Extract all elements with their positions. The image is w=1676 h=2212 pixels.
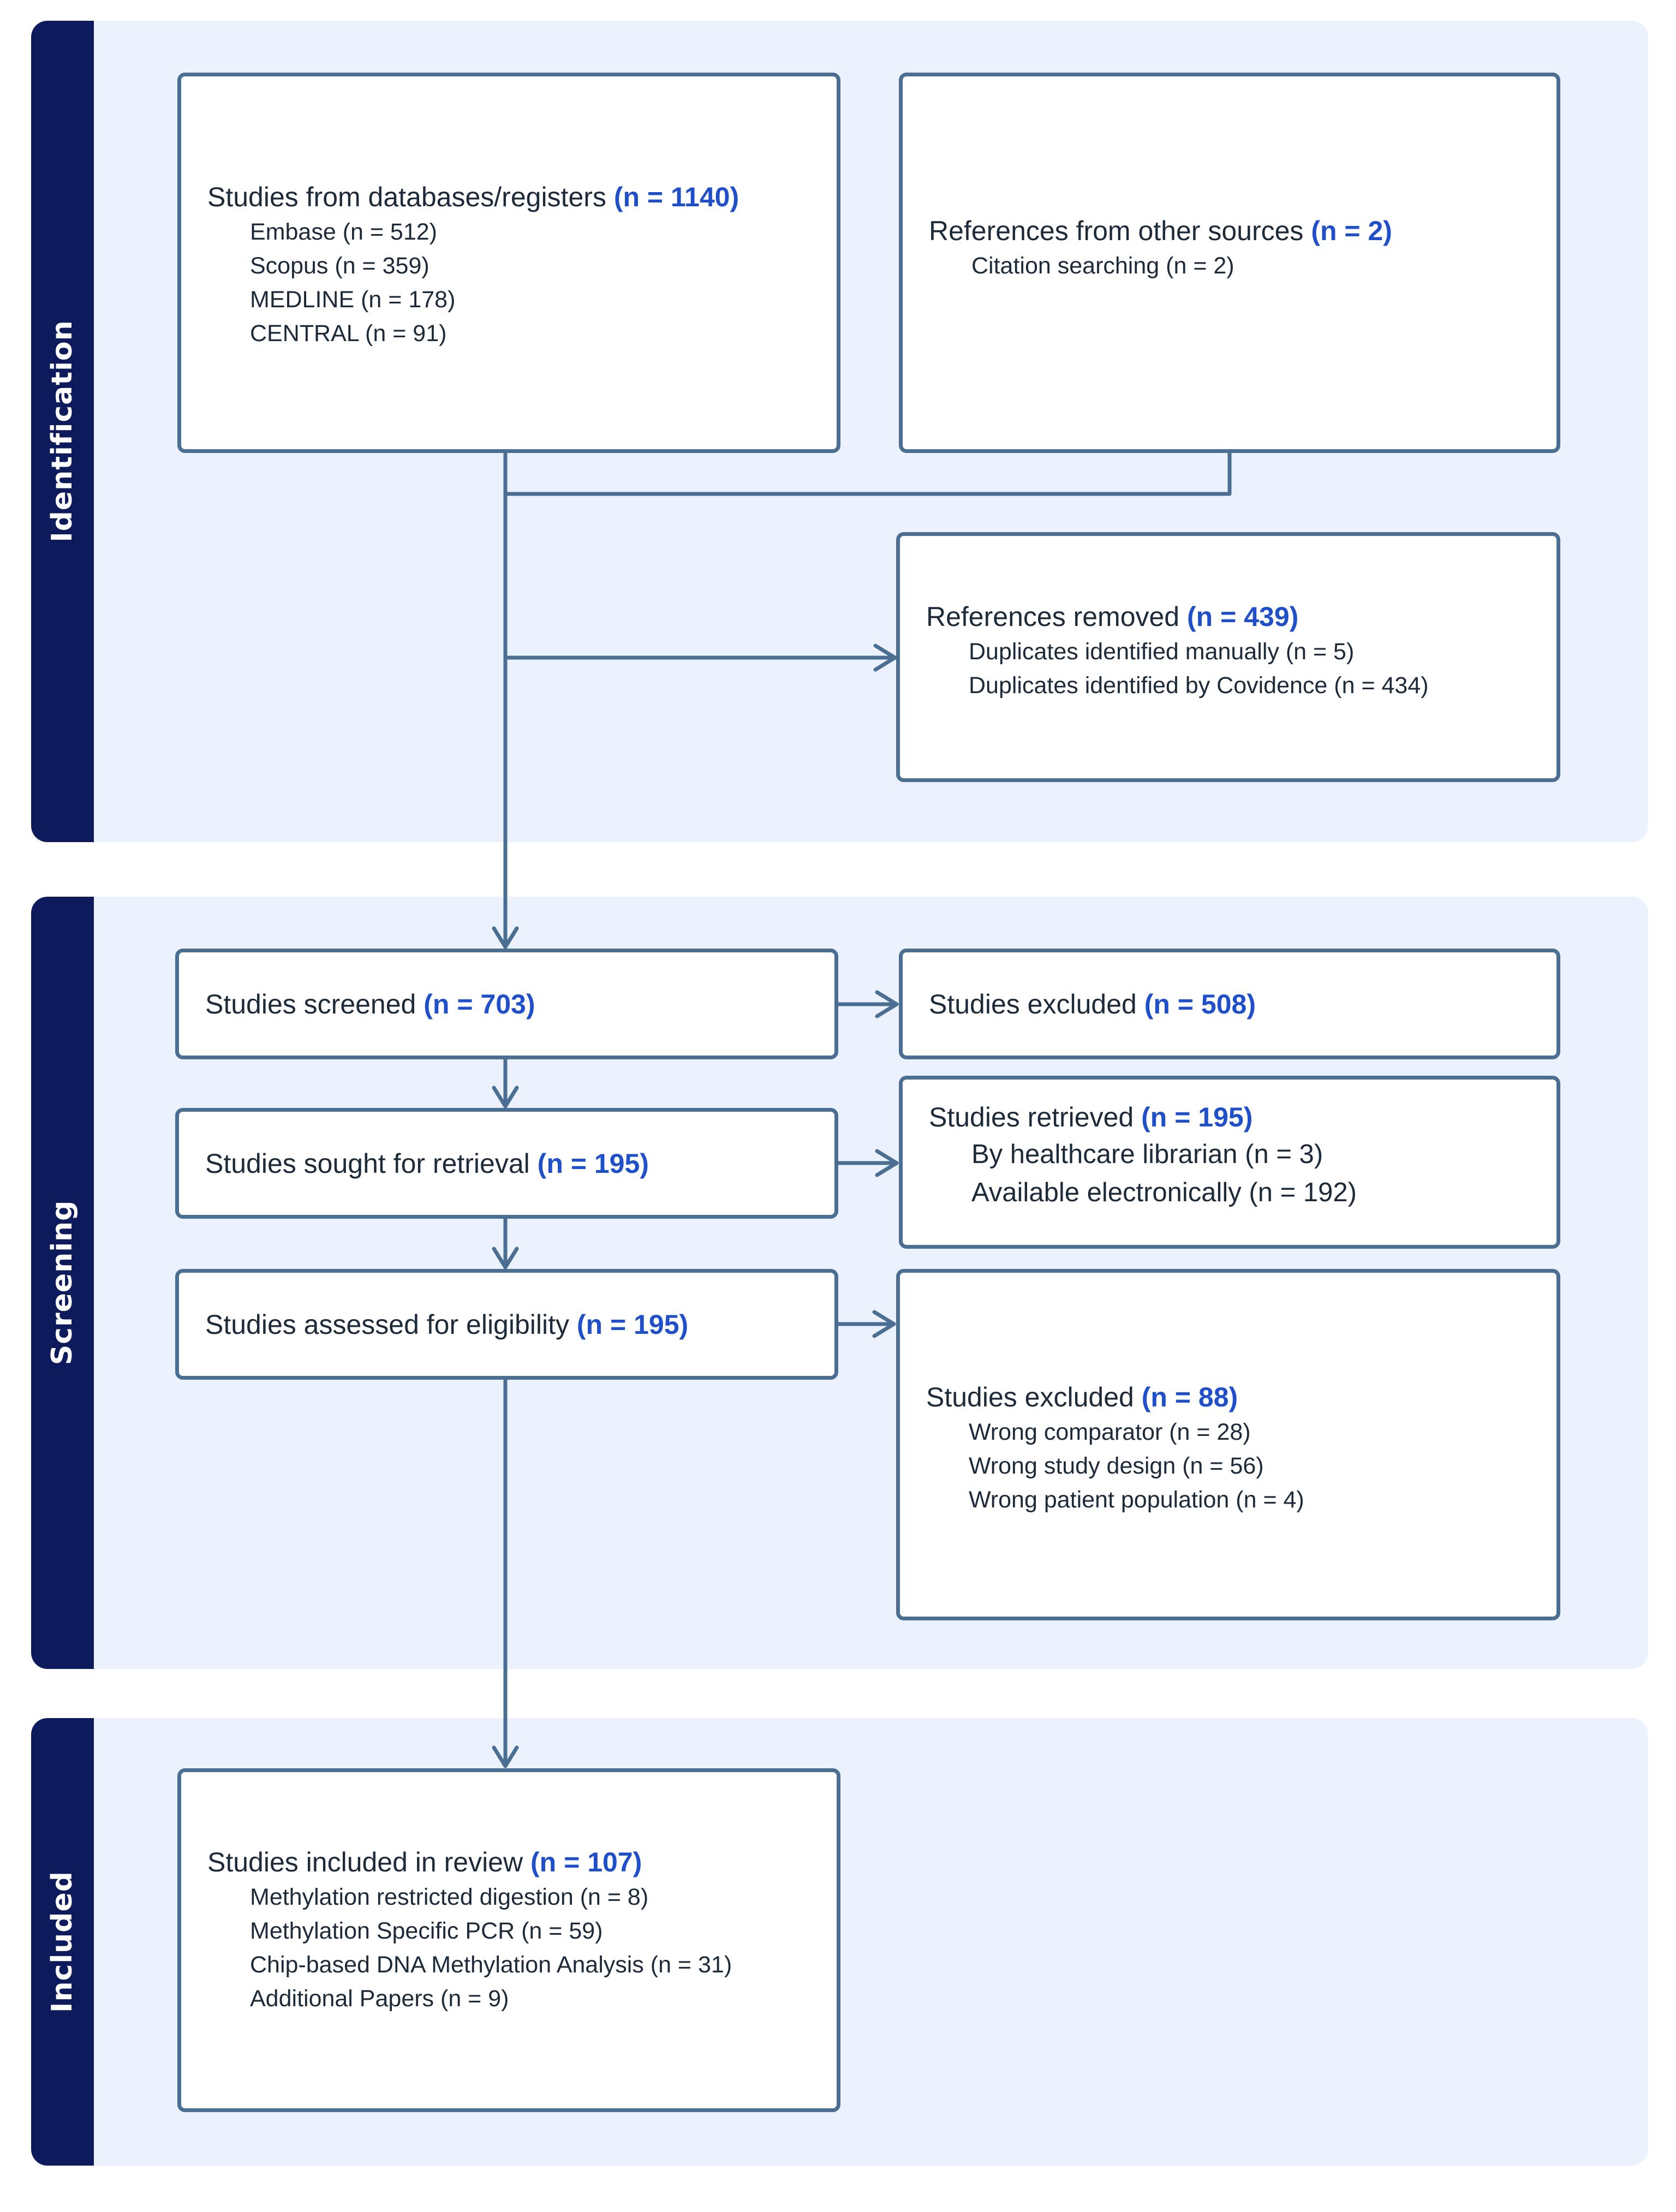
box-studies-assessed: Studies assessed for eligibility (n = 19… xyxy=(175,1269,838,1380)
box-heading: Studies excluded (n = 508) xyxy=(929,986,1530,1022)
list-item: Methylation restricted digestion (n = 8) xyxy=(250,1884,649,1910)
box-heading: Studies assessed for eligibility (n = 19… xyxy=(205,1307,808,1343)
list-item: Wrong comparator (n = 28) xyxy=(969,1419,1251,1445)
box-list: Embase (n = 512) Scopus (n = 359) MEDLIN… xyxy=(207,215,810,350)
heading-text: Studies excluded xyxy=(929,988,1137,1019)
list-item: Additional Papers (n = 9) xyxy=(250,1986,509,2012)
box-list: Methylation restricted digestion (n = 8)… xyxy=(207,1880,810,2016)
box-studies-included: Studies included in review (n = 107) Met… xyxy=(177,1768,840,2112)
box-studies-excluded-screening: Studies excluded (n = 508) xyxy=(899,949,1560,1059)
heading-text: References removed xyxy=(926,601,1180,632)
box-studies-screened: Studies screened (n = 703) xyxy=(175,949,838,1059)
heading-count: (n = 195) xyxy=(537,1148,649,1179)
list-item: Duplicates identified by Covidence (n = … xyxy=(969,672,1429,699)
box-studies-excluded-eligibility: Studies excluded (n = 88) Wrong comparat… xyxy=(896,1269,1560,1620)
heading-count: (n = 195) xyxy=(576,1309,689,1340)
heading-text: Studies screened xyxy=(205,988,416,1019)
heading-count: (n = 107) xyxy=(530,1847,642,1877)
list-item: Methylation Specific PCR (n = 59) xyxy=(250,1918,603,1944)
box-heading: Studies excluded (n = 88) xyxy=(926,1379,1530,1415)
heading-text: Studies excluded xyxy=(926,1382,1134,1412)
phase-label-identification: Identification xyxy=(46,320,79,542)
box-heading: References removed (n = 439) xyxy=(926,599,1530,635)
heading-text: Studies sought for retrieval xyxy=(205,1148,530,1179)
heading-count: (n = 508) xyxy=(1144,988,1256,1019)
box-studies-sought: Studies sought for retrieval (n = 195) xyxy=(175,1108,838,1219)
heading-text: Studies retrieved xyxy=(929,1102,1134,1132)
box-studies-retrieved: Studies retrieved (n = 195) By healthcar… xyxy=(899,1076,1560,1249)
list-item: CENTRAL (n = 91) xyxy=(250,320,447,347)
list-item: Scopus (n = 359) xyxy=(250,253,430,279)
heading-count: (n = 195) xyxy=(1141,1102,1253,1132)
box-references-removed: References removed (n = 439) Duplicates … xyxy=(896,532,1560,782)
box-studies-from-databases: Studies from databases/registers (n = 11… xyxy=(177,73,840,453)
list-item: Citation searching (n = 2) xyxy=(971,253,1234,279)
box-heading: References from other sources (n = 2) xyxy=(929,213,1530,249)
heading-count: (n = 2) xyxy=(1311,216,1392,246)
box-heading: Studies screened (n = 703) xyxy=(205,986,808,1022)
heading-text: References from other sources xyxy=(929,216,1304,246)
heading-text: Studies assessed for eligibility xyxy=(205,1309,569,1340)
box-references-other-sources: References from other sources (n = 2) Ci… xyxy=(899,73,1560,453)
box-list: Duplicates identified manually (n = 5) D… xyxy=(926,635,1530,702)
phase-band xyxy=(31,897,94,1669)
phase-label-included: Included xyxy=(46,1871,79,2013)
box-heading: Studies from databases/registers (n = 11… xyxy=(207,179,810,215)
box-heading: Studies included in review (n = 107) xyxy=(207,1844,810,1880)
heading-count: (n = 1140) xyxy=(613,182,739,212)
list-item: Duplicates identified manually (n = 5) xyxy=(969,639,1355,665)
phase-band xyxy=(31,21,94,842)
heading-text: Studies included in review xyxy=(207,1847,523,1877)
list-item: By healthcare librarian (n = 3) xyxy=(971,1140,1323,1169)
list-item: Wrong patient population (n = 4) xyxy=(969,1487,1304,1513)
phase-label-screening: Screening xyxy=(46,1200,79,1366)
phase-band xyxy=(31,1718,94,2166)
list-item: Embase (n = 512) xyxy=(250,219,437,245)
box-heading: Studies retrieved (n = 195) xyxy=(929,1099,1530,1135)
list-item: MEDLINE (n = 178) xyxy=(250,287,456,313)
list-item: Available electronically (n = 192) xyxy=(971,1178,1357,1207)
heading-text: Studies from databases/registers xyxy=(207,182,606,212)
box-heading: Studies sought for retrieval (n = 195) xyxy=(205,1146,808,1182)
box-list: Citation searching (n = 2) xyxy=(929,249,1530,283)
box-list: By healthcare librarian (n = 3) Availabl… xyxy=(929,1135,1530,1212)
heading-count: (n = 703) xyxy=(424,988,535,1019)
heading-count: (n = 88) xyxy=(1141,1382,1238,1412)
box-list: Wrong comparator (n = 28) Wrong study de… xyxy=(926,1415,1530,1517)
heading-count: (n = 439) xyxy=(1187,601,1299,632)
list-item: Chip-based DNA Methylation Analysis (n =… xyxy=(250,1952,732,1978)
list-item: Wrong study design (n = 56) xyxy=(969,1453,1264,1479)
